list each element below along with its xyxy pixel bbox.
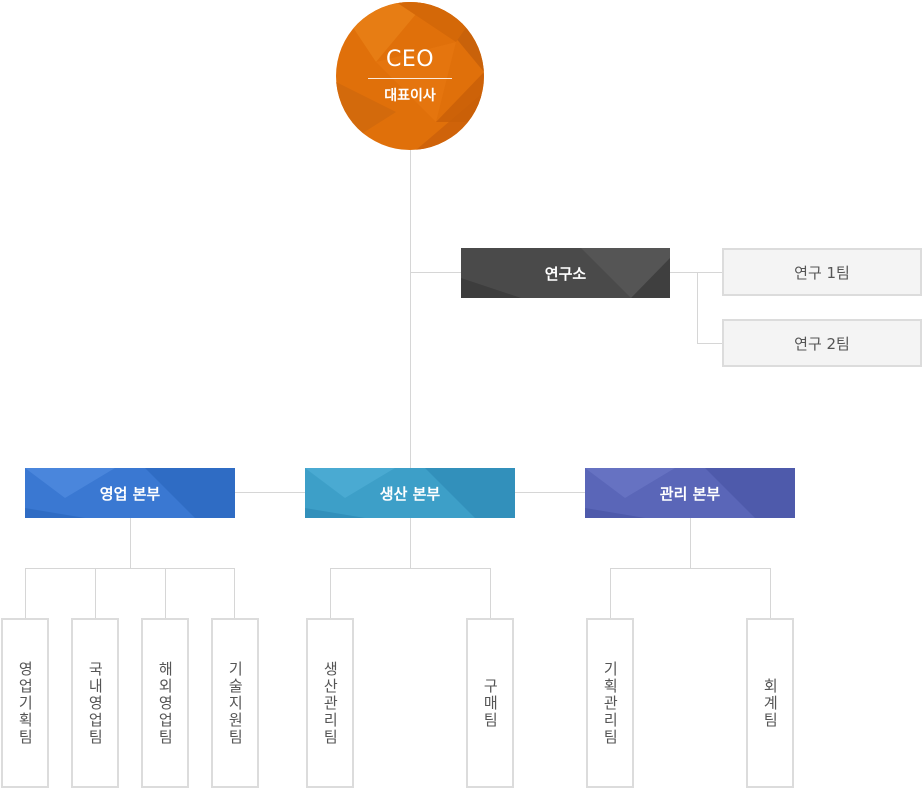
division-production: 생산 본부 [305, 468, 515, 518]
team-box: 국내영업팀 [71, 618, 119, 788]
connector-line [514, 492, 585, 493]
connector-line [410, 518, 411, 568]
team-box: 생산관리팀 [306, 618, 354, 788]
connector-line [770, 568, 771, 618]
team-label: 구매팀 [481, 677, 500, 729]
connector-line [130, 518, 131, 568]
lab-label: 연구소 [544, 264, 587, 283]
division-management-label: 관리 본부 [659, 484, 721, 503]
ceo-node: CEO 대표이사 [336, 2, 484, 150]
connector-line [95, 568, 96, 618]
team-label: 영업기획팀 [16, 660, 35, 746]
connector-line [610, 568, 611, 618]
connector-line [690, 518, 691, 568]
lab-facet-pattern [461, 248, 670, 298]
connector-line [234, 492, 305, 493]
ceo-facet-pattern [336, 2, 484, 150]
connector-line [410, 150, 411, 468]
connector-line [490, 568, 491, 618]
team-label: 기획관리팀 [601, 660, 620, 746]
connector-line [410, 272, 461, 273]
division-sales: 영업 본부 [25, 468, 235, 518]
team-label: 회계팀 [761, 677, 780, 729]
team-box: 구매팀 [466, 618, 514, 788]
team-box: 영업기획팀 [1, 618, 49, 788]
connector-line [697, 343, 722, 344]
team-label: 생산관리팀 [321, 660, 340, 746]
connector-line [234, 568, 235, 618]
connector-line [25, 568, 26, 618]
division-production-label: 생산 본부 [379, 484, 441, 503]
connector-line [670, 272, 722, 273]
connector-line [330, 568, 331, 618]
division-facet-pattern [585, 468, 795, 518]
connector-line [25, 568, 235, 569]
connector-line [330, 568, 490, 569]
team-box: 회계팀 [746, 618, 794, 788]
connector-line [697, 272, 698, 343]
division-facet-pattern [305, 468, 515, 518]
lab-team-1: 연구 1팀 [722, 248, 922, 296]
connector-line [610, 568, 770, 569]
connector-line [165, 568, 166, 618]
lab-box: 연구소 [461, 248, 670, 298]
lab-team-2: 연구 2팀 [722, 319, 922, 367]
team-box: 기술지원팀 [211, 618, 259, 788]
division-facet-pattern [25, 468, 235, 518]
division-sales-label: 영업 본부 [99, 484, 161, 503]
ceo-subtitle: 대표이사 [384, 88, 436, 104]
team-box: 기획관리팀 [586, 618, 634, 788]
team-label: 국내영업팀 [86, 660, 105, 746]
ceo-title: CEO [368, 47, 452, 79]
team-label: 기술지원팀 [226, 660, 245, 746]
team-label: 해외영업팀 [156, 660, 175, 746]
division-management: 관리 본부 [585, 468, 795, 518]
team-box: 해외영업팀 [141, 618, 189, 788]
